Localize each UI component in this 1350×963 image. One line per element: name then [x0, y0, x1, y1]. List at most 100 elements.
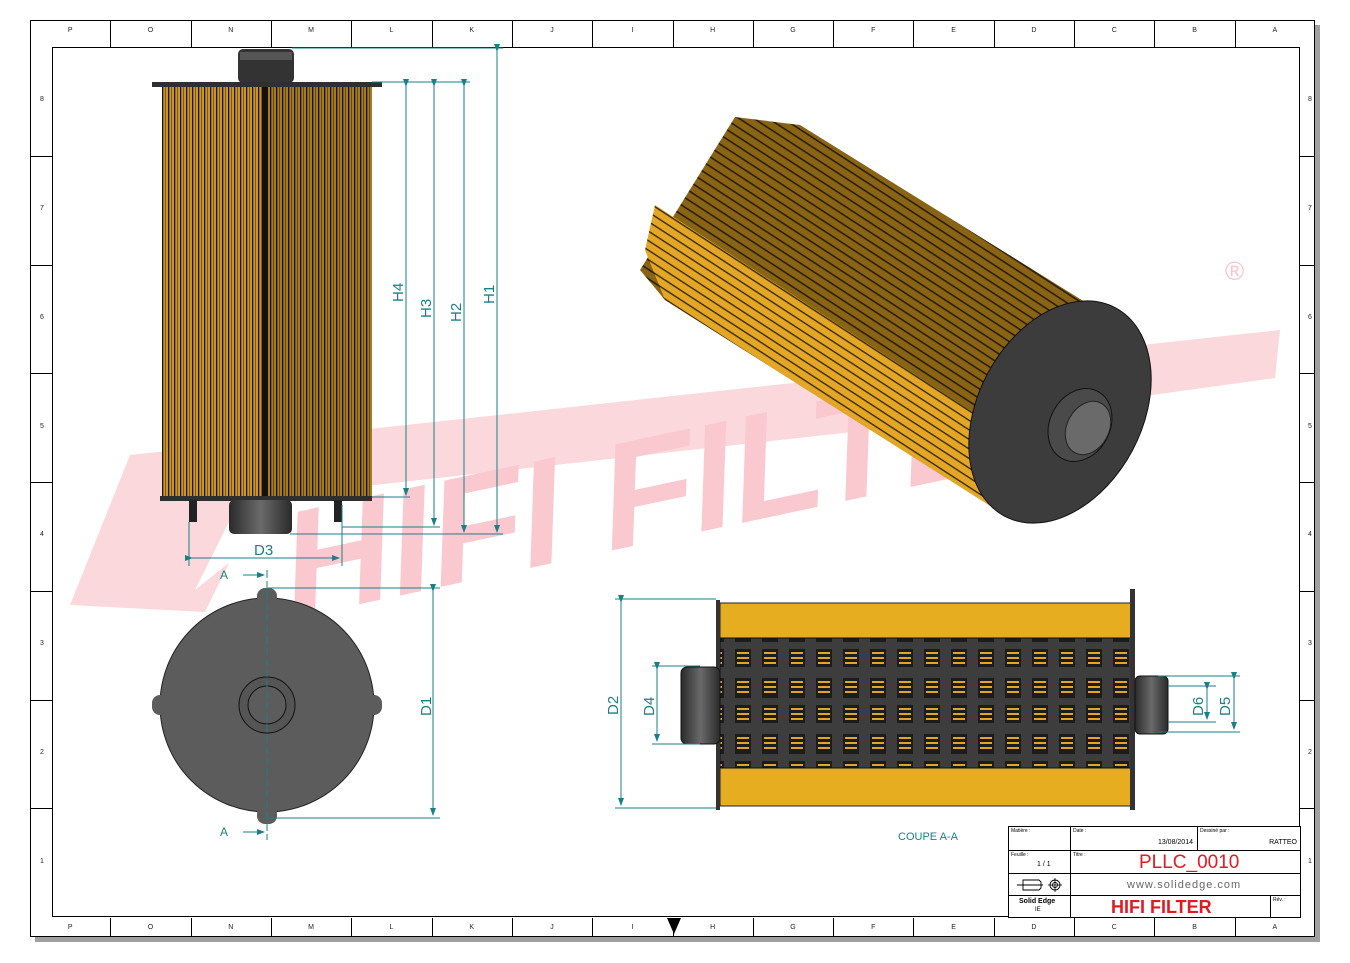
zone-row-label: 7 — [1308, 205, 1312, 213]
date-label: Date : — [1073, 828, 1087, 834]
zone-row-label: 8 — [1308, 96, 1312, 104]
zone-tick — [1300, 373, 1315, 375]
dim-h2-label: H2 — [448, 303, 465, 322]
zone-tick — [913, 918, 915, 937]
dessine-value: RATTEO — [1269, 839, 1297, 846]
zone-column-label: A — [1272, 27, 1278, 34]
dim-d1-label: D1 — [418, 697, 435, 716]
feuille-label: Feuille : — [1011, 852, 1029, 858]
zone-tick — [30, 699, 52, 701]
zone-tick — [511, 20, 513, 47]
zone-tick — [30, 264, 52, 266]
software-sub: IE — [1035, 907, 1041, 913]
zone-tick — [431, 20, 433, 47]
zone-tick — [351, 20, 353, 47]
zone-tick — [592, 918, 594, 937]
zone-tick — [993, 20, 995, 47]
zone-tick — [1300, 590, 1315, 592]
zone-tick — [270, 918, 272, 937]
titre-label: Titre : — [1073, 852, 1086, 858]
zone-tick — [1300, 482, 1315, 483]
zone-column-label: I — [631, 27, 634, 34]
website-link[interactable]: www.solidedge.com — [1127, 879, 1242, 891]
section-marker-top: A — [220, 568, 228, 582]
zone-column-label: E — [951, 27, 956, 34]
matiere-label: Matière : — [1011, 828, 1031, 834]
zone-row-label: 1 — [40, 857, 44, 865]
zone-tick — [1300, 264, 1315, 266]
zone-tick — [30, 590, 52, 592]
zone-tick — [511, 918, 513, 937]
zone-column-label: H — [710, 924, 716, 931]
zone-column-label: M — [308, 924, 315, 931]
dessine-label: Dessiné par : — [1200, 828, 1230, 834]
section-marker-bottom: A — [220, 825, 228, 839]
dim-d3-label: D3 — [254, 542, 273, 559]
zone-row-label: 6 — [40, 313, 44, 321]
zone-column-label: J — [550, 27, 554, 34]
zone-column-label: L — [389, 27, 394, 34]
zone-column-label: D — [1031, 924, 1037, 931]
zone-tick — [913, 20, 915, 47]
zone-column-label: L — [389, 924, 394, 931]
zone-column-label: P — [67, 27, 73, 34]
zone-column-label: B — [1192, 27, 1197, 34]
zone-tick — [1074, 918, 1076, 937]
section-view — [680, 589, 1169, 810]
zone-tick — [1300, 699, 1315, 701]
zone-row-label: 5 — [40, 422, 44, 430]
zone-tick — [190, 918, 192, 937]
zone-column-label: B — [1192, 924, 1197, 931]
drawing-frame — [52, 47, 1300, 917]
zone-column-label: F — [871, 924, 876, 931]
zone-column-label: P — [67, 924, 73, 931]
rev-label: Rév. : — [1273, 897, 1286, 903]
zone-tick — [431, 918, 433, 937]
zone-row-label: 5 — [1308, 422, 1312, 430]
zone-tick — [752, 20, 754, 47]
zone-column-label: O — [147, 27, 154, 34]
zone-column-label: O — [147, 924, 154, 931]
zone-row-label: 4 — [1308, 531, 1312, 539]
zone-column-label: A — [1272, 924, 1278, 931]
zone-tick — [1154, 918, 1156, 937]
zone-row-label: 8 — [40, 96, 44, 104]
zone-tick — [833, 20, 835, 47]
zone-column-label: N — [228, 924, 234, 931]
zone-tick — [1234, 918, 1236, 937]
zone-column-label: E — [951, 924, 956, 931]
zone-row-label: 1 — [1308, 857, 1312, 865]
zone-row-label: 2 — [1308, 748, 1312, 756]
zone-row-label: 6 — [1308, 313, 1312, 321]
dim-h4-label: H4 — [390, 283, 407, 302]
zone-tick — [190, 20, 192, 47]
zone-row-label: 2 — [40, 748, 44, 756]
zone-column-label: C — [1111, 924, 1117, 931]
zone-column-label: G — [790, 27, 796, 34]
zone-column-label: C — [1111, 27, 1117, 34]
side-dimensions — [185, 44, 503, 566]
zone-tick — [110, 918, 112, 937]
zone-tick — [1234, 20, 1236, 47]
zone-tick — [833, 918, 835, 937]
title-block: Matière : Date : 13/08/2014 Dessiné par … — [1008, 826, 1301, 918]
date-value: 13/08/2014 — [1157, 839, 1193, 846]
zone-row-label: 3 — [1308, 640, 1312, 648]
dim-h3-label: H3 — [418, 299, 435, 318]
zone-tick — [110, 20, 112, 47]
dim-d5-label: D5 — [1217, 697, 1234, 716]
zone-column-label: D — [1031, 27, 1037, 34]
zone-column-label: K — [469, 924, 475, 931]
zone-tick — [351, 918, 353, 937]
dim-h1-label: H1 — [481, 285, 498, 304]
zone-tick — [30, 373, 52, 375]
zone-row-label: 4 — [40, 531, 44, 539]
zone-column-label: G — [790, 924, 796, 931]
drawing-title: PLLC_0010 — [1139, 852, 1240, 873]
zone-column-label: J — [550, 924, 554, 931]
zone-column-label: H — [710, 27, 716, 34]
top-view — [152, 570, 382, 840]
zone-column-label: N — [228, 27, 234, 34]
zone-column-label: F — [871, 27, 876, 34]
